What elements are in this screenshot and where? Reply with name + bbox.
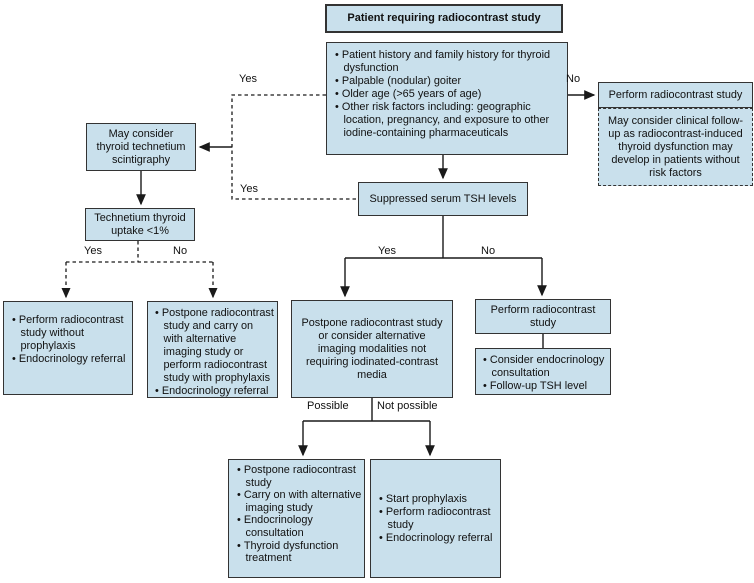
list-item: Other risk factors including: geographic… bbox=[335, 101, 564, 140]
node-clinical-followup-note: May consider clinical follow-up as radio… bbox=[598, 108, 753, 186]
node-start: Patient requiring radiocontrast study bbox=[325, 4, 563, 33]
edge-label-tsh-no: No bbox=[481, 245, 496, 257]
edge-label-uptake-no: No bbox=[173, 245, 188, 257]
edge-label-tsh-yes: Yes bbox=[378, 245, 396, 257]
list-item: Endocrinology referral bbox=[12, 353, 129, 366]
list-item: Patient history and family history for t… bbox=[335, 49, 564, 75]
node-risk-factors: Patient history and family history for t… bbox=[326, 42, 568, 155]
edge-label-possible: Possible bbox=[307, 400, 349, 412]
node-scintigraphy: May consider thyroid technetium scintigr… bbox=[86, 123, 196, 171]
list-item: Carry on with alternative imaging study bbox=[237, 489, 362, 514]
node-postpone-or-prophylaxis: Postpone radiocontrast study and carry o… bbox=[147, 301, 278, 398]
node-technetium-uptake: Technetium thyroid uptake <1% bbox=[85, 208, 195, 241]
edge-dashed-yes-path bbox=[231, 94, 357, 200]
list-item: Follow-up TSH level bbox=[483, 380, 608, 393]
list-item: Endocrinology consultation bbox=[237, 514, 362, 539]
list-item: Perform radiocontrast study bbox=[379, 506, 498, 532]
list-item: Start prophylaxis bbox=[379, 493, 498, 506]
list-item: Perform radiocontrast study without prop… bbox=[12, 314, 129, 353]
node-start-prophylaxis: Start prophylaxisPerform radiocontrast s… bbox=[370, 459, 501, 578]
edge-label-risk-no: No bbox=[566, 73, 581, 85]
list-item: Postpone radiocontrast study and carry o… bbox=[155, 307, 275, 385]
list-item: Thyroid dysfunction treatment bbox=[237, 540, 362, 565]
edge-label-not-possible: Not possible bbox=[377, 400, 438, 412]
edge-label-tsh-dashed-yes: Yes bbox=[240, 183, 258, 195]
node-postpone-alternative: Postpone radiocontrast study or consider… bbox=[291, 300, 453, 398]
node-perform-suppressed-no: Perform radiocontrast study bbox=[475, 299, 611, 334]
node-tsh: Suppressed serum TSH levels bbox=[358, 182, 528, 216]
list-item: Endocrinology referral bbox=[379, 532, 498, 545]
edge-label-risk-yes: Yes bbox=[239, 73, 257, 85]
list-item: Endocrinology referral bbox=[155, 385, 275, 398]
list-item: Postpone radiocontrast study bbox=[237, 464, 362, 489]
node-consider-endocrinology: Consider endocrinology consultationFollo… bbox=[475, 348, 611, 395]
node-postpone-treatment: Postpone radiocontrast studyCarry on wit… bbox=[228, 459, 365, 578]
list-item: Palpable (nodular) goiter bbox=[335, 75, 564, 88]
node-perform-no-risk: Perform radiocontrast study bbox=[598, 82, 753, 108]
list-item: Consider endocrinology consultation bbox=[483, 354, 608, 380]
list-item: Older age (>65 years of age) bbox=[335, 88, 564, 101]
edge-label-uptake-yes: Yes bbox=[84, 245, 102, 257]
node-perform-without-prophylaxis: Perform radiocontrast study without prop… bbox=[3, 301, 133, 395]
